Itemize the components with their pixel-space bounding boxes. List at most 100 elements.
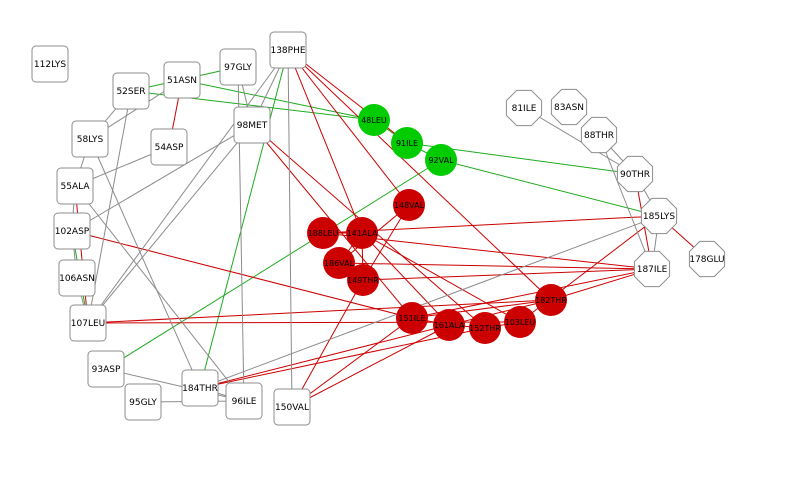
edge-138PHE-141ALA: [287, 49, 363, 234]
node-141ALA: 141ALA: [346, 217, 378, 249]
node-label: 92VAL: [428, 156, 454, 165]
edge-152THR-184THR: [199, 327, 486, 389]
node-shape-circle: [535, 284, 567, 316]
node-shape-rounded-square: [112, 72, 150, 110]
edge-138PHE-150VAL: [287, 49, 293, 408]
edge-51ASN-48LEU: [181, 79, 375, 121]
edge-98MET-107LEU: [87, 124, 253, 324]
node-91ILE: 91ILE: [391, 127, 423, 159]
node-label: 148VAL: [394, 201, 425, 210]
node-149THR: 149THR: [347, 264, 379, 296]
node-148VAL: 148VAL: [393, 189, 425, 221]
node-184THR: 184THR: [181, 369, 219, 407]
node-shape-rounded-square: [124, 383, 162, 421]
node-55ALA: 55ALA: [56, 167, 94, 205]
node-label: 51ASN: [167, 76, 197, 86]
edge-138PHE-182THR: [287, 49, 552, 301]
edge-141ALA-161ALA: [361, 232, 450, 326]
node-shape-rounded-square: [273, 388, 311, 426]
node-161ALA: 161ALA: [433, 309, 465, 341]
node-shape-octagon: [550, 88, 588, 126]
edge-149THR-150VAL: [291, 279, 364, 408]
node-label: 83ASN: [554, 103, 584, 113]
node-label: 107LEU: [71, 319, 105, 329]
node-shape-circle: [391, 127, 423, 159]
node-shape-rounded-square: [53, 212, 91, 250]
node-shape-rounded-square: [56, 167, 94, 205]
edge-186VAL-187ILE: [338, 262, 653, 270]
node-48LEU: 48LEU: [358, 104, 390, 136]
edge-161ALA-184THR: [199, 324, 450, 389]
node-label: 88THR: [584, 131, 614, 141]
node-107LEU: 107LEU: [69, 304, 107, 342]
node-shape-circle: [346, 217, 378, 249]
node-106ASN: 106ASN: [58, 259, 96, 297]
edge-138PHE-107LEU: [87, 49, 289, 324]
node-shape-rounded-square: [233, 106, 271, 144]
node-label: 184THR: [182, 384, 218, 394]
node-label: 149THR: [347, 276, 379, 285]
node-label: 97GLY: [224, 63, 252, 73]
node-label: 161ALA: [434, 321, 465, 330]
edge-138PHE-148VAL: [287, 49, 410, 206]
edge-92VAL-93ASP: [105, 159, 442, 370]
edge-98MET-102ASP: [71, 124, 253, 232]
node-182THR: 182THR: [535, 284, 567, 316]
node-178GLU: 178GLU: [688, 240, 726, 278]
node-shape-circle: [347, 264, 379, 296]
node-shape-circle: [358, 104, 390, 136]
node-shape-rounded-square: [163, 61, 201, 99]
node-label: 98MET: [237, 121, 268, 131]
node-shape-rounded-square: [181, 369, 219, 407]
node-97GLY: 97GLY: [219, 48, 257, 86]
node-shape-rounded-square: [269, 31, 307, 69]
node-shape-rounded-square: [31, 45, 69, 83]
node-112LYS: 112LYS: [31, 45, 69, 83]
node-label: 81ILE: [512, 104, 537, 114]
node-label: 150VAL: [275, 403, 309, 413]
node-label: 178GLU: [689, 255, 724, 265]
node-label: 90THR: [620, 170, 650, 180]
node-102ASP: 102ASP: [53, 212, 91, 250]
node-label: 93ASP: [92, 365, 121, 375]
node-label: 103LEU: [505, 318, 536, 327]
node-95GLY: 95GLY: [124, 383, 162, 421]
node-185LYS: 185LYS: [640, 197, 678, 235]
node-shape-circle: [504, 306, 536, 338]
edge-138PHE-184THR: [199, 49, 289, 389]
edge-185LYS-184THR: [199, 215, 660, 389]
node-shape-octagon: [640, 197, 678, 235]
node-shape-octagon: [616, 155, 654, 193]
node-92VAL: 92VAL: [425, 144, 457, 176]
node-shape-rounded-square: [219, 48, 257, 86]
node-186VAL: 186VAL: [323, 247, 355, 279]
node-51ASN: 51ASN: [163, 61, 201, 99]
node-label: 54ASP: [155, 143, 184, 153]
node-shape-rounded-square: [71, 120, 109, 158]
node-label: 106ASN: [59, 274, 95, 284]
edge-81ILE-90THR: [523, 107, 636, 175]
node-93ASP: 93ASP: [87, 350, 125, 388]
node-label: 141ALA: [347, 229, 378, 238]
edge-151ILE-182THR: [411, 299, 552, 319]
node-shape-octagon: [580, 116, 618, 154]
node-98MET: 98MET: [233, 106, 271, 144]
node-shape-rounded-square: [225, 382, 263, 420]
node-88THR: 88THR: [580, 116, 618, 154]
edge-151ILE-150VAL: [291, 317, 413, 408]
node-54ASP: 54ASP: [150, 128, 188, 166]
node-shape-circle: [425, 144, 457, 176]
node-label: 188LEU: [308, 229, 339, 238]
edge-182THR-107LEU: [87, 299, 552, 324]
edge-92VAL-185LYS: [440, 159, 660, 217]
edge-188LEU-185LYS: [322, 215, 660, 234]
node-shape-circle: [433, 309, 465, 341]
node-label: 182THR: [535, 296, 567, 305]
edge-58LYS-184THR: [89, 138, 201, 389]
node-83ASN: 83ASN: [550, 88, 588, 126]
node-shape-rounded-square: [87, 350, 125, 388]
node-label: 112LYS: [34, 60, 66, 70]
node-151ILE: 151ILE: [396, 302, 428, 334]
